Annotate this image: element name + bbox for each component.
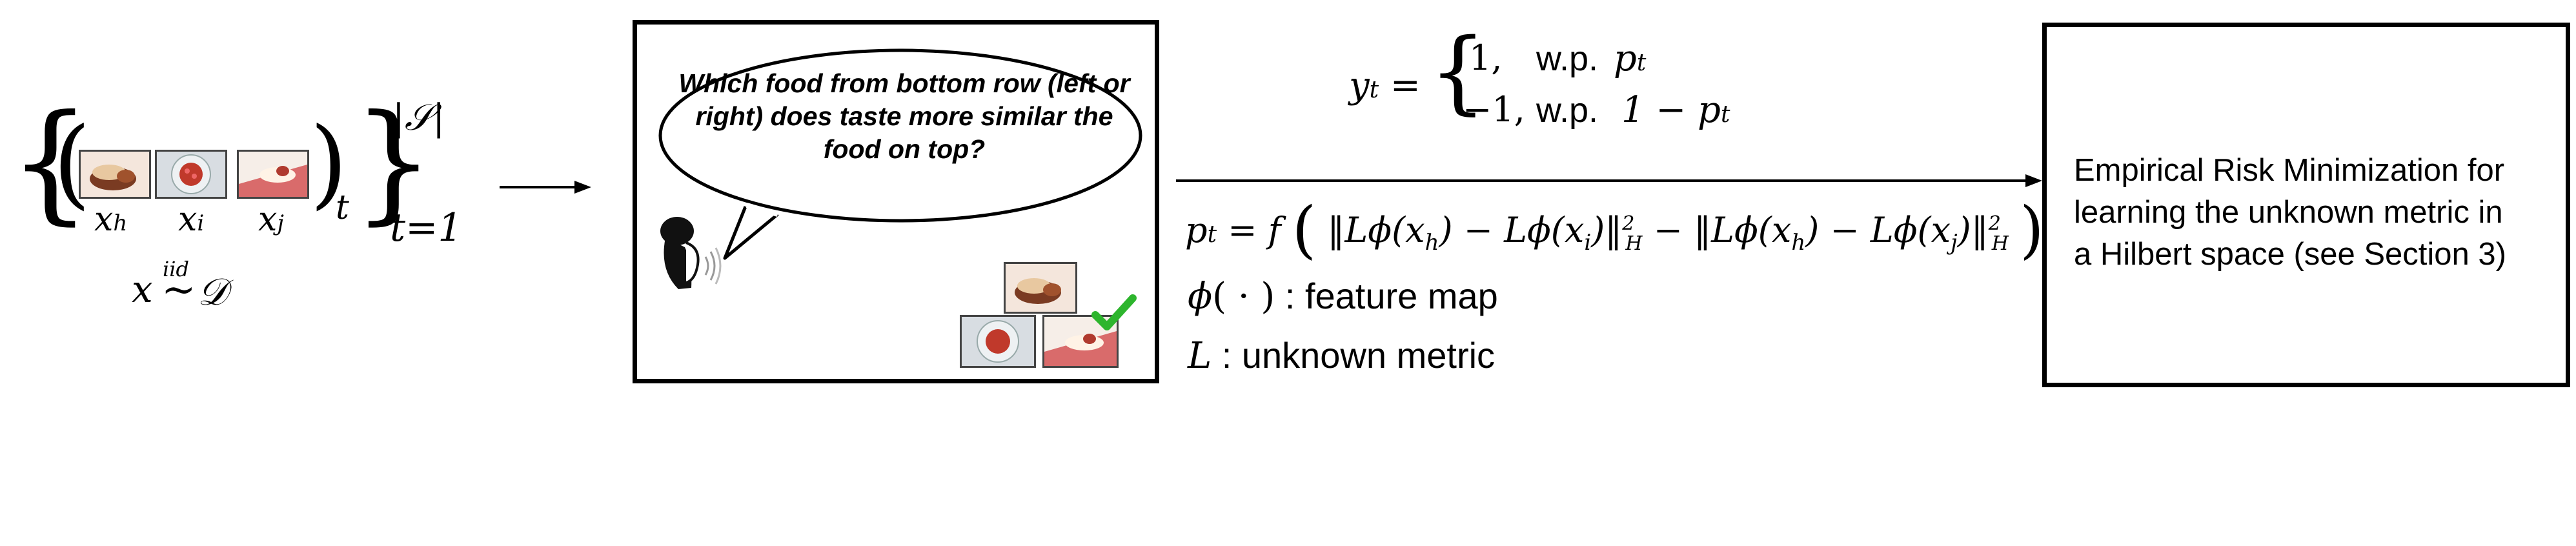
- erm-line-2: learning the unknown metric in: [2074, 195, 2503, 230]
- triplet-set: { ( xh xi xj ) t } |𝒮| t=1 x iid: [0, 0, 491, 361]
- sub-label-i: xi: [178, 200, 205, 239]
- cases-brace: {: [1429, 19, 1487, 125]
- unknown-metric-text: : unknown metric: [1221, 335, 1496, 376]
- speech-bubble: [658, 48, 1142, 260]
- feature-map-line: ϕ( · ) : feature map: [1188, 276, 1498, 318]
- dist-iid: iid: [163, 257, 189, 281]
- check-icon: [1091, 294, 1137, 330]
- person-speaking-icon: [660, 217, 722, 289]
- label-definition: yt = { 1, w.p. pt −1, w.p. 1 − pt: [1343, 27, 1794, 142]
- food-thumb-i: [155, 150, 227, 199]
- erm-box: Empirical Risk Minimization for learning…: [2042, 23, 2570, 387]
- case1-wp: w.p.: [1536, 39, 1599, 78]
- dialog-food-top: [1004, 262, 1077, 314]
- y-lhs: yt =: [1349, 65, 1421, 106]
- food-thumb-j: [237, 150, 309, 199]
- sub-label-h: xh: [94, 200, 128, 239]
- dist-x: x: [132, 267, 153, 311]
- erm-text: Empirical Risk Minimization for learning…: [2074, 150, 2564, 276]
- set-superscript: |𝒮|: [392, 97, 445, 139]
- arrow-to-erm: [1176, 174, 2042, 187]
- probability-formula: pt = f ( ‖Lϕ(xh) − Lϕ(xi)‖2H − ‖Lϕ(xh) −…: [1185, 194, 2044, 266]
- dist-target: 𝒟: [198, 270, 228, 314]
- case2-value: −1,: [1463, 89, 1525, 130]
- dist-tilde: ~: [161, 266, 196, 314]
- outer-subscript: t: [336, 188, 349, 227]
- sub-label-j: xj: [258, 200, 284, 239]
- erm-line-1: Empirical Risk Minimization for: [2074, 153, 2505, 188]
- case1-value: 1,: [1469, 37, 1503, 78]
- case2-prob: 1 − pt: [1621, 89, 1730, 131]
- query-dialog-box: Which food from bottom row (left or righ…: [633, 20, 1159, 383]
- right-brace: }: [352, 87, 435, 238]
- case2-wp: w.p.: [1536, 91, 1599, 130]
- unknown-metric-line: L : unknown metric: [1188, 335, 1496, 377]
- set-lower-limit: t=1: [390, 205, 463, 250]
- food-thumb-h: [79, 150, 151, 199]
- dialog-food-left: [960, 315, 1036, 368]
- right-paren: ): [310, 107, 348, 219]
- arrow-to-dialog: [500, 181, 591, 194]
- query-question: Which food from bottom row (left or righ…: [678, 68, 1130, 164]
- case1-prob: pt: [1614, 37, 1647, 79]
- erm-line-3: a Hilbert space (see Section 3): [2074, 237, 2506, 272]
- feature-map-text: : feature map: [1284, 276, 1498, 316]
- left-brace: {: [9, 87, 92, 238]
